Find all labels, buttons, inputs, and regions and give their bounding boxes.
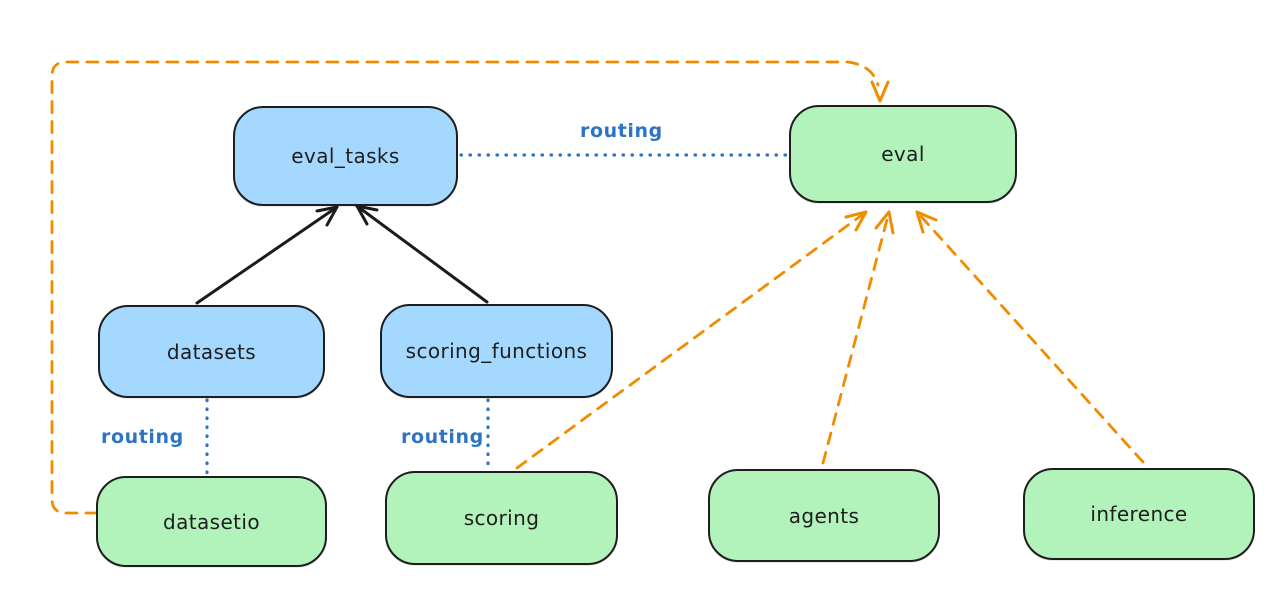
- edge-datasets-to-eval-tasks-arrowhead: [315, 205, 339, 227]
- node-scoring-functions-label: scoring_functions: [405, 339, 588, 363]
- node-datasetio-label: datasetio: [162, 509, 260, 534]
- edge-inference-to-eval-dashed: [915, 210, 1145, 464]
- node-datasetio: datasetio: [96, 476, 327, 567]
- node-eval-tasks: eval_tasks: [233, 106, 458, 206]
- edge-scoring-to-eval-arrowhead: [844, 210, 868, 232]
- edge-scoring-functions-to-eval-tasks-line: [355, 204, 489, 304]
- edge-label-routing-datasetio: routing: [101, 426, 184, 448]
- edge-inference-to-eval-arrowhead: [915, 210, 938, 234]
- node-agents-label: agents: [788, 503, 860, 528]
- node-agents: agents: [708, 469, 940, 562]
- node-datasets-label: datasets: [166, 339, 257, 364]
- node-inference: inference: [1023, 468, 1255, 560]
- node-scoring-label: scoring: [463, 506, 540, 530]
- edge-scoring-to-eval-dashed: [515, 210, 868, 470]
- node-scoring-functions: scoring_functions: [380, 304, 613, 398]
- edge-agents-to-eval-arrowhead: [874, 210, 895, 235]
- node-eval-tasks-label: eval_tasks: [291, 144, 400, 168]
- node-datasets: datasets: [98, 305, 325, 398]
- edge-datasetio-to-eval-dashed: [50, 60, 880, 515]
- edge-scoring-functions-to-eval-tasks-arrowhead: [355, 204, 379, 226]
- node-eval-label: eval: [881, 142, 925, 166]
- edge-label-routing-top: routing: [580, 120, 663, 142]
- edge-datasetio-to-eval-arrowhead: [870, 80, 890, 103]
- node-scoring: scoring: [385, 471, 618, 565]
- edge-agents-to-eval-dashed: [821, 210, 891, 465]
- edge-datasets-to-eval-tasks-line: [195, 205, 339, 305]
- node-eval: eval: [789, 105, 1017, 203]
- node-inference-label: inference: [1090, 502, 1188, 526]
- edge-label-routing-scoring: routing: [401, 426, 484, 448]
